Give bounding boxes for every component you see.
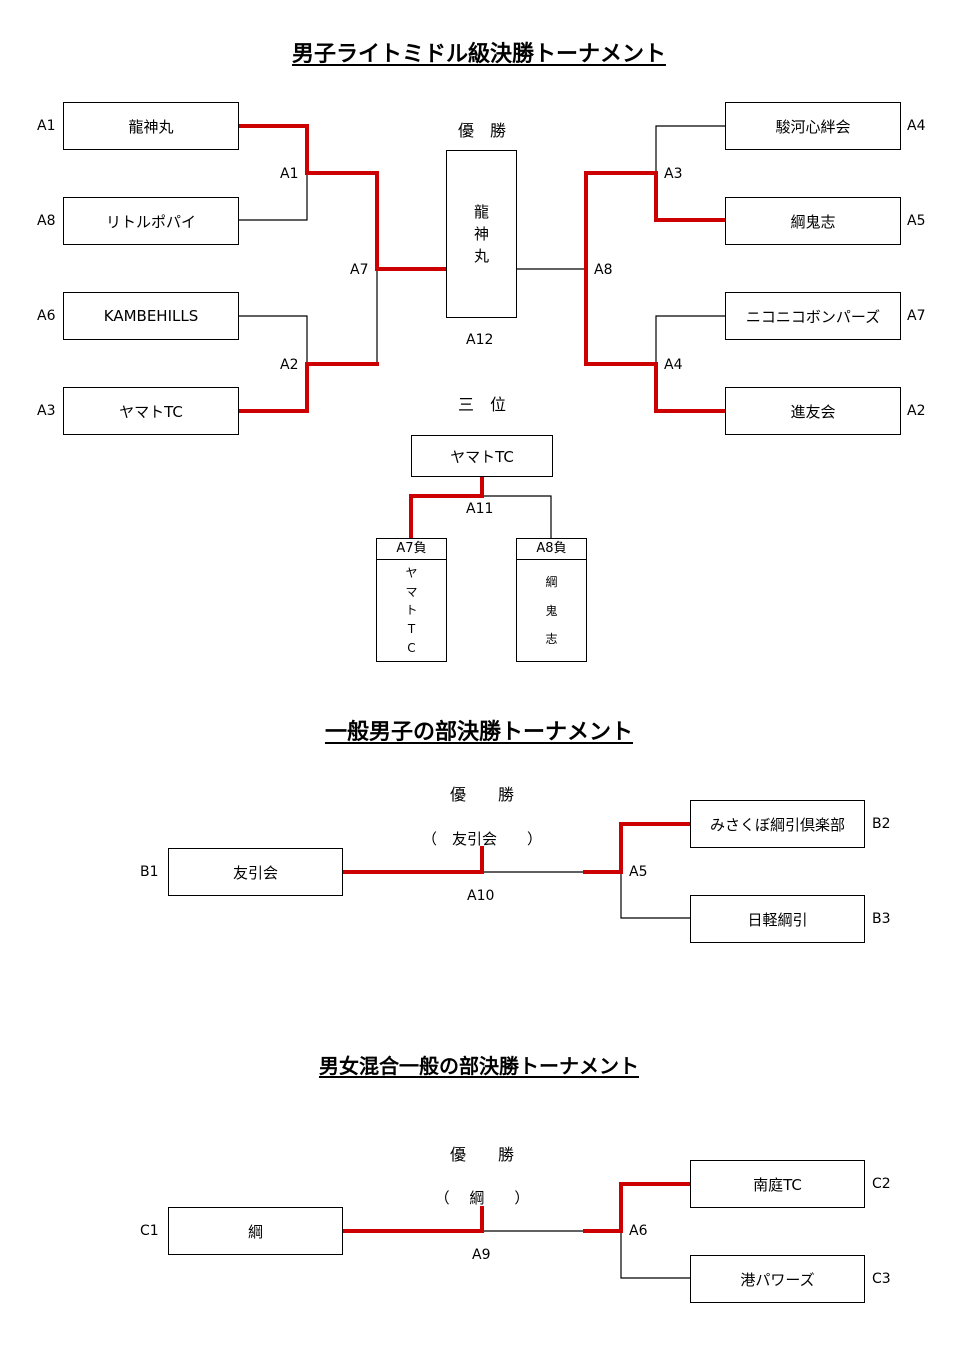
win-a3 [236, 362, 379, 413]
seed-right-3: A7 [907, 308, 926, 324]
match-label-a8: A8 [594, 262, 613, 278]
team-name: KAMBEHILLS [103, 307, 199, 325]
s2-champion-line: （ 友引会 ） [421, 830, 542, 848]
line-a6-to-a2 [237, 315, 308, 365]
win-a1 [236, 124, 448, 271]
team-box-right-2: 綱鬼志 [725, 197, 901, 245]
team-name: ヤマトTC [119, 402, 183, 421]
team-name: 友引会 [232, 863, 278, 882]
s3-seed-right-top: C2 [872, 1176, 891, 1192]
name-char: ト [405, 603, 418, 618]
champion-char: 丸 [473, 247, 489, 265]
team-name: 日軽綱引 [747, 910, 808, 929]
win-third [409, 474, 484, 540]
name-char: ヤ [405, 565, 418, 580]
team-name: 進友会 [790, 402, 836, 421]
match-label-a7: A7 [350, 262, 369, 278]
team-box-left-4: ヤマトTC [63, 387, 239, 435]
name-char: 綱 [545, 575, 558, 590]
team-box-right-1: 駿河心絆会 [725, 102, 901, 150]
team-box-right-3: ニコニコボンパーズ [725, 292, 901, 340]
name-char: T [407, 622, 416, 637]
win-s3-right [583, 1182, 692, 1233]
team-name: 南庭TC [753, 1175, 802, 1194]
team-name: リトルポパイ [105, 212, 196, 231]
final-match-label: A12 [466, 332, 494, 348]
team-box-right-4: 進友会 [725, 387, 901, 435]
s2-seed-right-bottom: B3 [872, 911, 891, 927]
team-name: みさくぼ綱引倶楽部 [709, 815, 845, 834]
team-box-left-3: KAMBEHILLS [63, 292, 239, 340]
s3-seed-left: C1 [140, 1223, 159, 1239]
name-char: 志 [545, 631, 558, 646]
seed-left-1: A1 [37, 118, 56, 134]
win-s2-left [340, 846, 484, 874]
s3-seed-right-bottom: C3 [872, 1271, 891, 1287]
section3-title: 男女混合一般の部決勝トーナメント [319, 1054, 639, 1078]
s2-champion-label: 優 勝 [449, 785, 514, 804]
s3-final-match: A9 [472, 1247, 491, 1263]
line-a8-to-a1 [237, 172, 308, 221]
third-left-box: A7負 ヤ マ ト T C [376, 538, 447, 662]
section1-title: 男子ライトミドル級決勝トーナメント [291, 42, 666, 67]
seed-left-3: A6 [37, 308, 56, 324]
seed-right-1: A4 [907, 118, 926, 134]
s2-seed-left: B1 [140, 864, 159, 880]
third-place-winner-box: ヤマトTC [411, 435, 553, 477]
s2-final-match: A10 [467, 888, 495, 904]
line-a2-to-a7 [306, 268, 378, 365]
match-label-a2: A2 [280, 357, 299, 373]
line-a7-to-a4 [655, 315, 726, 365]
s3-team-right-top: 南庭TC [690, 1160, 865, 1208]
team-name: ヤマトTC [450, 447, 514, 466]
champion-char: 神 [473, 225, 489, 243]
third-place-label: 三 位 [457, 395, 506, 414]
s3-champion-line: （ 綱 ） [434, 1189, 530, 1207]
third-right-header: A8負 [517, 539, 586, 560]
match-label-a3: A3 [664, 166, 683, 182]
seed-left-4: A3 [37, 403, 56, 419]
line-a4-to-a3 [655, 125, 726, 174]
s2-seed-right-top: B2 [872, 816, 891, 832]
s3-team-left: 綱 [168, 1207, 343, 1255]
match-label-a4: A4 [664, 357, 683, 373]
team-box-left-2: リトルポパイ [63, 197, 239, 245]
match-label-a1: A1 [280, 166, 299, 182]
team-name: 駿河心絆会 [775, 117, 851, 136]
seed-right-4: A2 [907, 403, 926, 419]
s2-team-right-bottom: 日軽綱引 [690, 895, 865, 943]
team-name: 綱 [247, 1222, 263, 1241]
name-char: 鬼 [545, 603, 558, 618]
champion-char: 龍 [473, 203, 489, 221]
win-s3-left [340, 1206, 484, 1233]
team-name: 龍神丸 [128, 117, 174, 136]
win-a5 [584, 171, 727, 413]
line-s3-c3 [620, 1230, 691, 1279]
team-name: 綱鬼志 [790, 212, 836, 231]
s3-team-right-bottom: 港パワーズ [690, 1255, 865, 1303]
team-name: ニコニコボンパーズ [745, 307, 881, 326]
line-s2-b3 [620, 871, 691, 919]
name-char: マ [405, 584, 418, 599]
team-name: 港パワーズ [740, 1270, 815, 1289]
s2-semi-match: A5 [629, 864, 648, 880]
name-char: C [407, 641, 416, 656]
s2-team-right-top: みさくぼ綱引倶楽部 [690, 800, 865, 848]
line-third-right [481, 495, 552, 539]
third-left-header: A7負 [377, 539, 446, 560]
seed-left-2: A8 [37, 213, 56, 229]
seed-right-2: A5 [907, 213, 926, 229]
section2-title: 一般男子の部決勝トーナメント [324, 720, 633, 745]
champion-label: 優 勝 [457, 121, 506, 140]
s3-semi-match: A6 [629, 1223, 648, 1239]
third-match-label: A11 [466, 501, 494, 517]
s3-champion-label: 優 勝 [449, 1145, 514, 1164]
s2-team-left: 友引会 [168, 848, 343, 896]
team-box-left-1: 龍神丸 [63, 102, 239, 150]
champion-box: 龍 神 丸 [446, 150, 517, 318]
win-s2-right [583, 822, 692, 874]
third-right-box: A8負 綱 鬼 志 [516, 538, 587, 662]
